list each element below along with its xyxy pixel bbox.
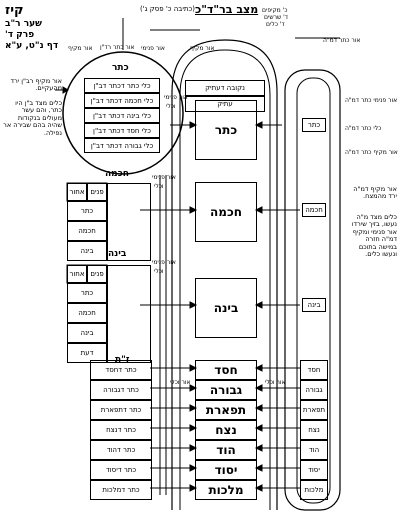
- keter-row: כלי גבורה דכתר דב"ן: [84, 138, 160, 153]
- bina-head-cell: פנים: [87, 265, 107, 283]
- center-yesod: יסוד: [195, 460, 257, 480]
- chochma-row: [67, 183, 107, 201]
- right-side-note: אור פנימי כתר דמ"ה: [345, 97, 398, 104]
- keter-heading: כתר: [112, 63, 129, 73]
- right-inner-capsule: [296, 77, 331, 504]
- right-netzach: נצח: [300, 420, 328, 440]
- right-side-note: אור מקיף כתר דמ"ה: [345, 149, 398, 156]
- bina-side-label: וכלי: [154, 268, 164, 275]
- page-title: מצב בר"ד"כ: [195, 3, 259, 16]
- right-hod: הוד: [300, 440, 328, 460]
- page-number: קיז: [5, 3, 24, 18]
- keter-side-label: וכלי: [166, 103, 176, 110]
- center-tiferet: תפארת: [195, 400, 257, 420]
- bina-panel: [107, 265, 151, 363]
- outer-arch: [171, 39, 278, 510]
- or-keter-rdn-label: אור כתר רד"ן: [100, 44, 135, 51]
- or-mekif-label: אור מקיף: [68, 45, 93, 52]
- bina-side-label: אור פנימי: [152, 259, 176, 266]
- right-gevura: גבורה: [300, 380, 328, 400]
- bina-row: בינה: [67, 323, 107, 343]
- or-mekif-top-label: אור מקיף: [190, 45, 215, 52]
- right-side-note: כלי כתר דמ"ה: [345, 125, 382, 132]
- corner-line-3: ד' כלים: [266, 21, 285, 28]
- chochma-row: חכמה: [67, 221, 107, 241]
- center-bina: בינה: [195, 278, 257, 338]
- right-outer-capsule: [284, 69, 341, 511]
- chochma-side-label: וכלי: [154, 183, 164, 190]
- chochma-panel: [107, 183, 151, 261]
- center-malchut: מלכות: [195, 480, 257, 500]
- bina-row: כתר: [67, 283, 107, 303]
- or-pnimi-top-label: אור פנימי: [141, 45, 165, 52]
- folio-label: דף נ"ט, ע"א: [5, 41, 59, 51]
- zat-row: כתר דגבורה: [90, 380, 152, 400]
- zat-row: כתר דנצח: [90, 420, 152, 440]
- or-keter-dmn-label: אור כתר דמ"ה: [323, 37, 361, 44]
- center-chochma: חכמה: [195, 182, 257, 242]
- bina-row: דעת: [67, 343, 107, 363]
- gate-label: שער ר"ב: [5, 19, 42, 29]
- center-keter: כתר: [195, 100, 257, 160]
- corner-line-1: כ' מקיפים: [262, 7, 288, 14]
- center-hod: הוד: [195, 440, 257, 460]
- right-note-1: אור מקיף דמ"ה ירד מהמצח.: [353, 185, 397, 201]
- right-bina: בינה: [302, 298, 326, 312]
- right-chesed: חסד: [300, 360, 328, 380]
- right-chochma: חכמה: [302, 203, 326, 217]
- chochma-heading: חכמה: [105, 169, 129, 179]
- center-connector-label: אור וכלי: [170, 379, 191, 386]
- right-malchut: מלכות: [300, 480, 328, 500]
- bina-heading: בינה: [108, 249, 127, 259]
- left-note-1: אור מקיף רב"ן ירד מהעקיים.: [10, 77, 62, 93]
- chochma-row: בינה: [67, 241, 107, 261]
- center-netzach: נצח: [195, 420, 257, 440]
- zat-row: כתר דחסד: [90, 360, 152, 380]
- keter-side-label: אור פנימי: [164, 94, 188, 101]
- right-tiferet: תפארת: [300, 400, 328, 420]
- chochma-side-label: אור פנימי: [152, 174, 176, 181]
- chochma-row: כתר: [67, 201, 107, 221]
- right-note-2: כלים מצד מ"ה נעשו, בזיך שירדו אור פנימי …: [351, 213, 397, 259]
- right-connector-label: אור וכלי: [265, 379, 286, 386]
- keter-row: כלי כתר דכתר דב"ן: [84, 78, 160, 93]
- zat-row: כתר דהוד: [90, 440, 152, 460]
- bina-head-cell: אחור: [67, 265, 87, 283]
- left-note-2: כלים מצד ב"ן היו כתר, והם עשר מעולים בנק…: [3, 99, 62, 137]
- zat-row: כתר דיסוד: [90, 460, 152, 480]
- keter-circle: [62, 51, 184, 175]
- bina-row: חכמה: [67, 303, 107, 323]
- keter-row: כלי חכמה דכתר דב"ן: [84, 93, 160, 108]
- zat-row: כתר דתפארת: [90, 400, 152, 420]
- middle-arch: [179, 49, 271, 510]
- right-yesod: יסוד: [300, 460, 328, 480]
- zat-row: כתר דמלכות: [90, 480, 152, 500]
- atik-box: עתיק: [185, 96, 265, 112]
- chapter-label: פרק ד': [5, 30, 35, 40]
- center-gevura: גבורה: [195, 380, 257, 400]
- keter-row: כלי בינה דכתר דב"ן: [84, 108, 160, 123]
- center-chesed: חסד: [195, 360, 257, 380]
- title-note: (כתיבה כ' פסק ג'): [140, 5, 195, 13]
- right-keter: כתר: [302, 118, 326, 132]
- keter-row: כלי חסד דכתר דב"ן: [84, 123, 160, 138]
- corner-line-2: ד' שרשים: [264, 14, 289, 21]
- nekuva-datik-box: נקובה דעתיק: [185, 80, 265, 96]
